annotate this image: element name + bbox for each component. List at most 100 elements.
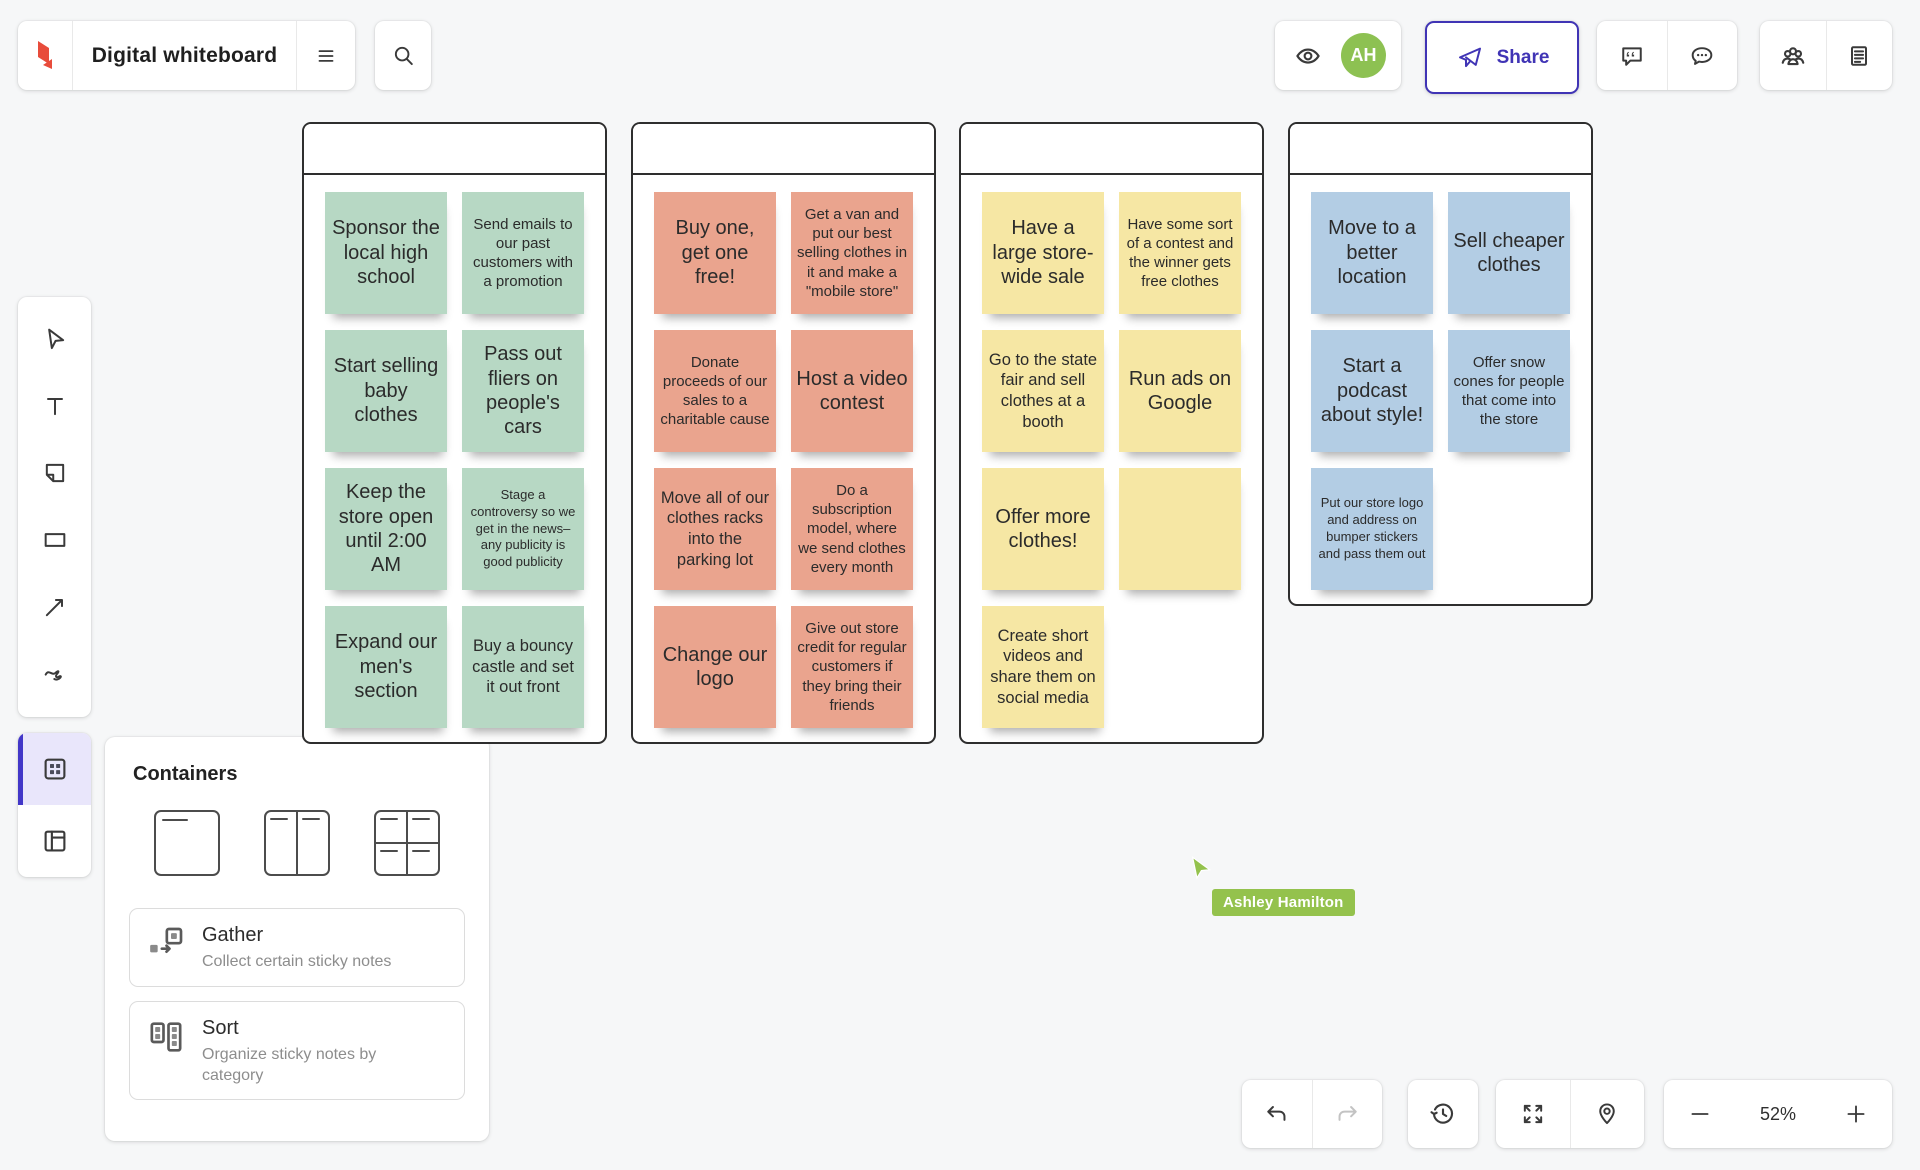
sticky-note[interactable]: Start a podcast about style! — [1311, 330, 1433, 452]
undo-button[interactable] — [1242, 1080, 1312, 1148]
menu-icon — [318, 49, 334, 62]
text-tool[interactable] — [18, 372, 91, 439]
sort-action-text: Sort Organize sticky notes by category — [202, 1015, 442, 1087]
locate-button[interactable] — [1571, 1080, 1645, 1148]
divider — [1825, 21, 1827, 90]
redo-icon — [1338, 1106, 1357, 1121]
zoom-in-icon — [1847, 1105, 1865, 1123]
sticky-note-tool[interactable] — [18, 439, 91, 506]
comment-dots-icon — [1691, 46, 1713, 65]
collaboration-group — [1760, 21, 1892, 90]
redo-button[interactable] — [1313, 1080, 1383, 1148]
fit-to-screen-button[interactable] — [1496, 1080, 1570, 1148]
divider — [72, 21, 73, 90]
sticky-note[interactable]: Have a large store-wide sale — [982, 192, 1104, 314]
sticky-note[interactable]: Expand our men's section — [325, 606, 447, 728]
divider — [1311, 1080, 1313, 1148]
remote-user-label: Ashley Hamilton — [1212, 889, 1355, 916]
notes-icon — [1851, 45, 1868, 66]
document-header: Digital whiteboard — [18, 21, 355, 90]
divider — [296, 21, 297, 90]
zoom-level[interactable]: 52% — [1759, 1103, 1797, 1124]
containers-tool[interactable] — [18, 733, 91, 805]
comments-group — [1597, 21, 1737, 90]
notes-panel-button[interactable] — [1827, 21, 1893, 90]
two-column-container-option[interactable] — [262, 808, 332, 878]
share-button[interactable]: Share — [1425, 21, 1579, 94]
history-button[interactable] — [1408, 1080, 1478, 1148]
sticky-note[interactable]: Put our store logo and address on bumper… — [1311, 468, 1433, 590]
layout-tool[interactable] — [18, 805, 91, 877]
pin-icon — [1599, 1103, 1616, 1125]
sort-description: Organize sticky notes by category — [202, 1045, 377, 1084]
search-icon — [394, 46, 413, 66]
sort-icon — [150, 1022, 182, 1052]
shape-tool[interactable] — [18, 506, 91, 573]
sticky-note[interactable]: Go to the state fair and sell clothes at… — [982, 330, 1104, 452]
comment-quote-icon — [1622, 46, 1642, 66]
sticky-note[interactable]: Offer more clothes! — [982, 468, 1104, 590]
sticky-note[interactable]: Buy a bouncy castle and set it out front — [462, 606, 584, 728]
gather-icon — [150, 927, 183, 953]
avatar[interactable]: AH — [1341, 33, 1386, 78]
sticky-note[interactable]: Stage a controversy so we get in the new… — [462, 468, 584, 590]
sticky-note[interactable]: Host a video contest — [791, 330, 913, 452]
sticky-note[interactable]: Donate proceeds of our sales to a charit… — [654, 330, 776, 452]
container-title[interactable] — [633, 124, 934, 175]
sticky-note[interactable]: Give out store credit for regular custom… — [791, 606, 913, 728]
sticky-note[interactable]: Move to a better location — [1311, 192, 1433, 314]
remote-cursor-icon — [1191, 855, 1212, 880]
sticky-note[interactable]: Offer snow cones for people that come in… — [1448, 330, 1570, 452]
comment-button[interactable] — [1597, 21, 1667, 90]
pen-tool[interactable] — [18, 640, 91, 707]
follow-user-button[interactable] — [1275, 21, 1341, 90]
single-container-option[interactable] — [152, 808, 222, 878]
sticky-note[interactable]: Send emails to our past customers with a… — [462, 192, 584, 314]
search-button[interactable] — [375, 21, 431, 90]
sticky-note[interactable]: Sell cheaper clothes — [1448, 192, 1570, 314]
sticky-note[interactable]: Start selling baby clothes — [325, 330, 447, 452]
share-button-label: Share — [1496, 46, 1550, 68]
collaborators-button[interactable] — [1760, 21, 1826, 90]
sticky-note[interactable]: Get a van and put our best selling cloth… — [791, 192, 913, 314]
sticky-note[interactable]: Do a subscription model, where we send c… — [791, 468, 913, 590]
sticky-container[interactable]: Buy one, get one free!Get a van and put … — [631, 122, 936, 744]
pen-icon — [44, 669, 62, 681]
zoom-out-button[interactable] — [1664, 1080, 1736, 1148]
sticky-note[interactable]: Sponsor the local high school — [325, 192, 447, 314]
gather-action[interactable]: Gather Collect certain sticky notes — [129, 908, 465, 987]
container-title[interactable] — [1290, 124, 1591, 175]
sticky-note[interactable]: Run ads on Google — [1119, 330, 1241, 452]
sticky-note-icon — [45, 463, 64, 482]
containers-toolbar — [18, 733, 91, 877]
sticky-note[interactable]: Change our logo — [654, 606, 776, 728]
container-title[interactable] — [961, 124, 1262, 175]
page-title[interactable]: Digital whiteboard — [91, 43, 278, 67]
containers-popup: Containers Gather Collect certain sticky… — [105, 737, 489, 1141]
chat-button[interactable] — [1668, 21, 1738, 90]
zoom-in-button[interactable] — [1820, 1080, 1892, 1148]
sticky-note[interactable]: Buy one, get one free! — [654, 192, 776, 314]
sticky-note[interactable]: Create short videos and share them on so… — [982, 606, 1104, 728]
containers-grid-icon — [44, 758, 65, 780]
sticky-note[interactable]: Pass out fliers on people's cars — [462, 330, 584, 452]
sticky-note[interactable] — [1119, 468, 1241, 590]
select-tool[interactable] — [18, 305, 91, 372]
sticky-note[interactable]: Have some sort of a contest and the winn… — [1119, 192, 1241, 314]
layout-icon — [44, 830, 65, 852]
sticky-note[interactable]: Move all of our clothes racks into the p… — [654, 468, 776, 590]
sort-action[interactable]: Sort Organize sticky notes by category — [129, 1000, 465, 1101]
gather-title: Gather — [202, 924, 264, 946]
line-tool[interactable] — [18, 573, 91, 640]
four-cell-container-option[interactable] — [372, 808, 442, 878]
view-group — [1496, 1080, 1644, 1148]
sticky-note[interactable]: Keep the store open until 2:00 AM — [325, 468, 447, 590]
app-logo[interactable] — [18, 21, 72, 90]
container-title[interactable] — [304, 124, 605, 175]
main-menu-button[interactable] — [297, 21, 355, 90]
